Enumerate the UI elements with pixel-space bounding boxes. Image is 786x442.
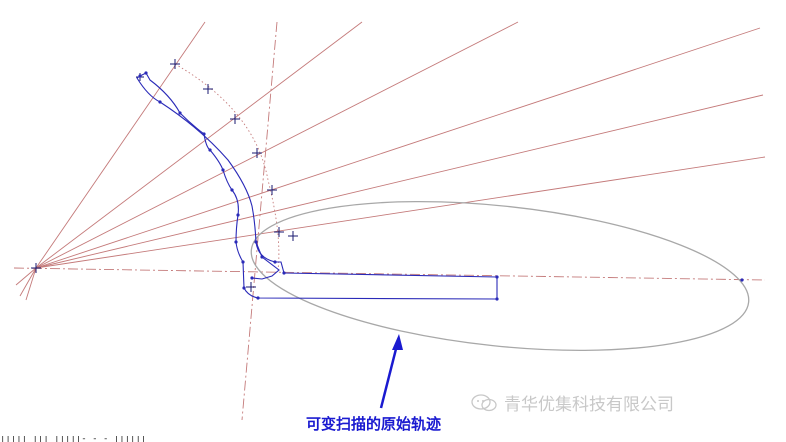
vertex-dot	[254, 240, 258, 244]
cross-marker	[230, 114, 240, 124]
vertex-dot	[236, 213, 240, 217]
caption-arrow	[379, 334, 403, 409]
cross-marker	[246, 282, 256, 292]
ray-1	[35, 21, 206, 269]
trajectory-upper	[139, 72, 244, 263]
cross-markers	[31, 59, 298, 292]
cross-marker	[274, 227, 284, 237]
ray-3	[35, 21, 519, 269]
ray-stub-3	[25, 267, 37, 301]
sweep-ellipse	[250, 200, 750, 352]
vertex-dot	[282, 271, 286, 275]
vertex-dot	[138, 74, 142, 78]
vertex-dot	[144, 71, 148, 75]
ray-4	[35, 27, 761, 269]
trajectory-inner	[251, 241, 280, 280]
watermark: 青华优集科技有限公司	[470, 390, 674, 415]
figure-caption: 可变扫描的原始轨迹	[306, 415, 442, 433]
vertex-dot	[495, 297, 499, 301]
vertex-dot	[208, 148, 212, 152]
ray-2	[35, 21, 363, 269]
sweep-arc	[174, 63, 280, 271]
trajectory-lower	[136, 75, 498, 278]
trajectory-vertices	[138, 71, 744, 301]
vertex-dot	[256, 296, 260, 300]
ray-horizontal	[13, 267, 766, 281]
vertex-dot	[242, 286, 246, 290]
vertex-dot	[273, 260, 277, 264]
ray-5	[35, 94, 764, 269]
vertex-dot	[221, 168, 225, 172]
vertex-dot	[740, 278, 744, 282]
ray-6	[35, 156, 766, 269]
vertex-dot	[158, 100, 162, 104]
cross-marker	[267, 185, 277, 195]
vertex-dot	[234, 240, 238, 244]
vertex-dot	[230, 188, 234, 192]
ray-stub-2	[19, 267, 37, 297]
cross-marker	[170, 59, 180, 69]
vertex-dot	[202, 132, 206, 136]
vertex-dot	[178, 111, 182, 115]
vertex-dot	[495, 275, 499, 279]
bottom-strip: ||||| ||| |||||- - - ||||||	[0, 436, 147, 442]
cross-marker	[203, 84, 213, 94]
trajectory	[136, 72, 498, 300]
vertex-dot	[260, 255, 264, 259]
construction-rays	[13, 21, 766, 421]
ray-stub-1	[15, 267, 37, 286]
wechat-icon	[471, 393, 497, 411]
vertex-dot	[250, 276, 254, 280]
cross-marker	[252, 148, 262, 158]
watermark-text: 青华优集科技有限公司	[504, 395, 674, 415]
trajectory-slot	[242, 261, 498, 300]
cross-marker	[31, 263, 41, 273]
cross-marker	[288, 231, 298, 241]
vertex-dot	[241, 260, 245, 264]
ray-vertical	[241, 21, 278, 421]
arrowhead-icon	[392, 334, 403, 350]
